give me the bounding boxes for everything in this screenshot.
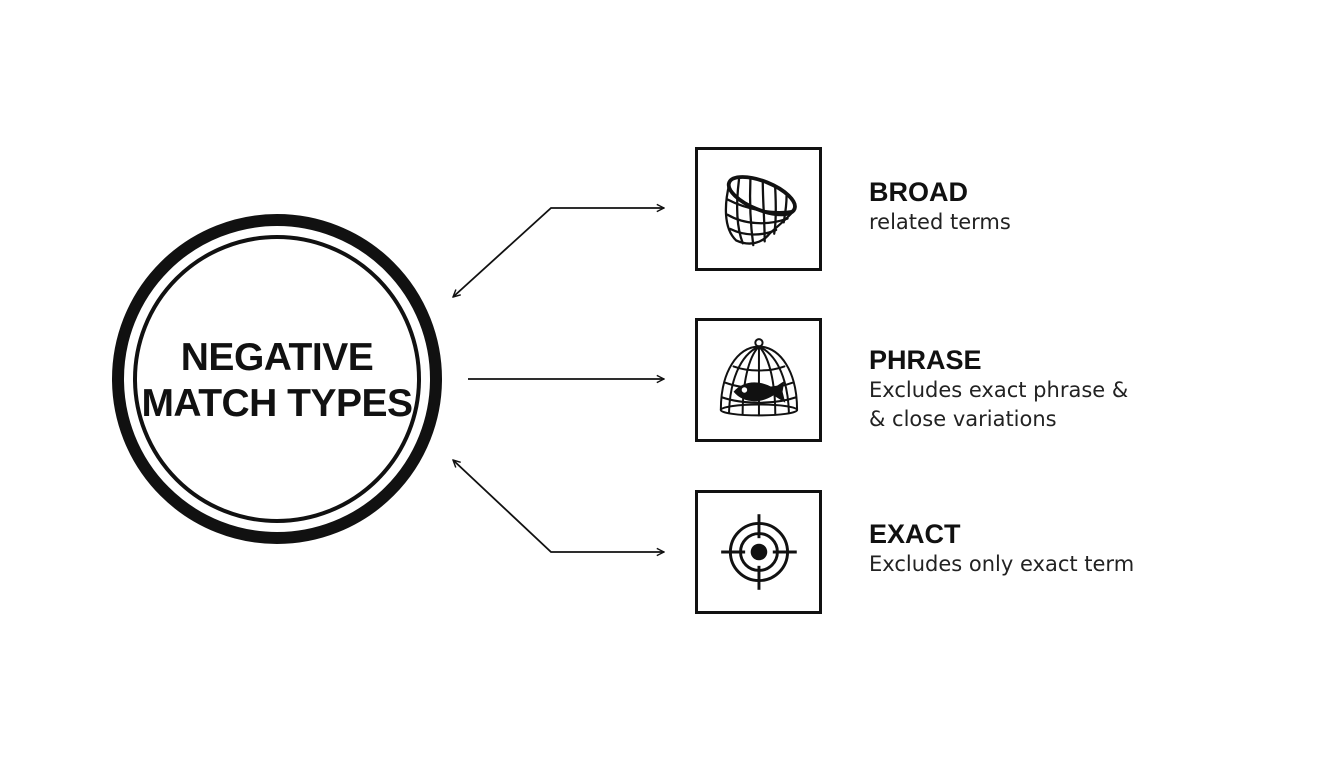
caged-fish-icon [719,338,799,417]
hub-title-line-2: MATCH TYPES [141,382,413,425]
crosshair-target-icon [721,514,797,590]
exact-label: EXACT Excludes only exact term [869,518,1134,579]
phrase-title: PHRASE [869,345,982,375]
broad-description: related terms [869,210,1011,234]
broad-label: BROAD related terms [869,176,1011,237]
hub-circle [112,214,442,544]
exact-title: EXACT [869,519,961,549]
arrow-exact [453,460,664,552]
exact-description: Excludes only exact term [869,552,1135,576]
phrase-icon-box [695,318,822,442]
arrow-broad [453,208,664,297]
phrase-description: Excludes exact phrase & & close variatio… [869,378,1129,431]
net-basket-icon [724,175,797,247]
hub-title: NEGATIVE MATCH TYPES [111,335,443,427]
exact-icon-box [695,490,822,614]
broad-title: BROAD [869,177,968,207]
broad-icon-box [695,147,822,271]
hub-title-line-1: NEGATIVE [180,336,374,379]
phrase-label: PHRASE Excludes exact phrase & & close v… [869,344,1128,434]
